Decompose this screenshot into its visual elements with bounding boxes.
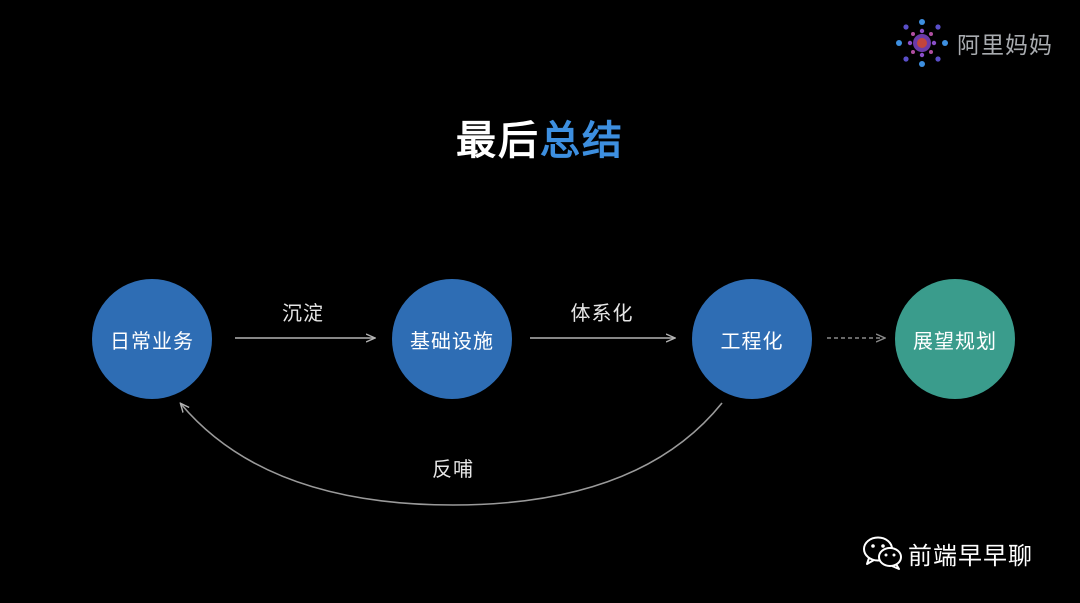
node-infrastructure: 基础设施: [392, 279, 512, 399]
title-part-2: 总结: [540, 118, 624, 164]
page-title: 最后总结: [0, 108, 1080, 166]
alimama-logo-icon: [896, 19, 948, 67]
node-engineering: 工程化: [692, 279, 812, 399]
logo-text: 阿里妈妈: [957, 33, 1053, 59]
edge-label-feedback: 反哺: [432, 457, 474, 481]
title-part-1: 最后: [456, 118, 540, 164]
footer-text: 前端早早聊: [908, 541, 1033, 570]
node-daily-business: 日常业务: [92, 279, 212, 399]
wechat-icon: [863, 536, 902, 570]
alimama-logo: 阿里妈妈: [893, 16, 1053, 70]
footer-watermark: 前端早早聊: [862, 533, 1033, 573]
edge-label-2: 体系化: [570, 301, 634, 325]
edge-label-1: 沉淀: [282, 301, 324, 325]
feedback-curve: [181, 403, 723, 506]
node-outlook-planning: 展望规划: [895, 279, 1015, 399]
